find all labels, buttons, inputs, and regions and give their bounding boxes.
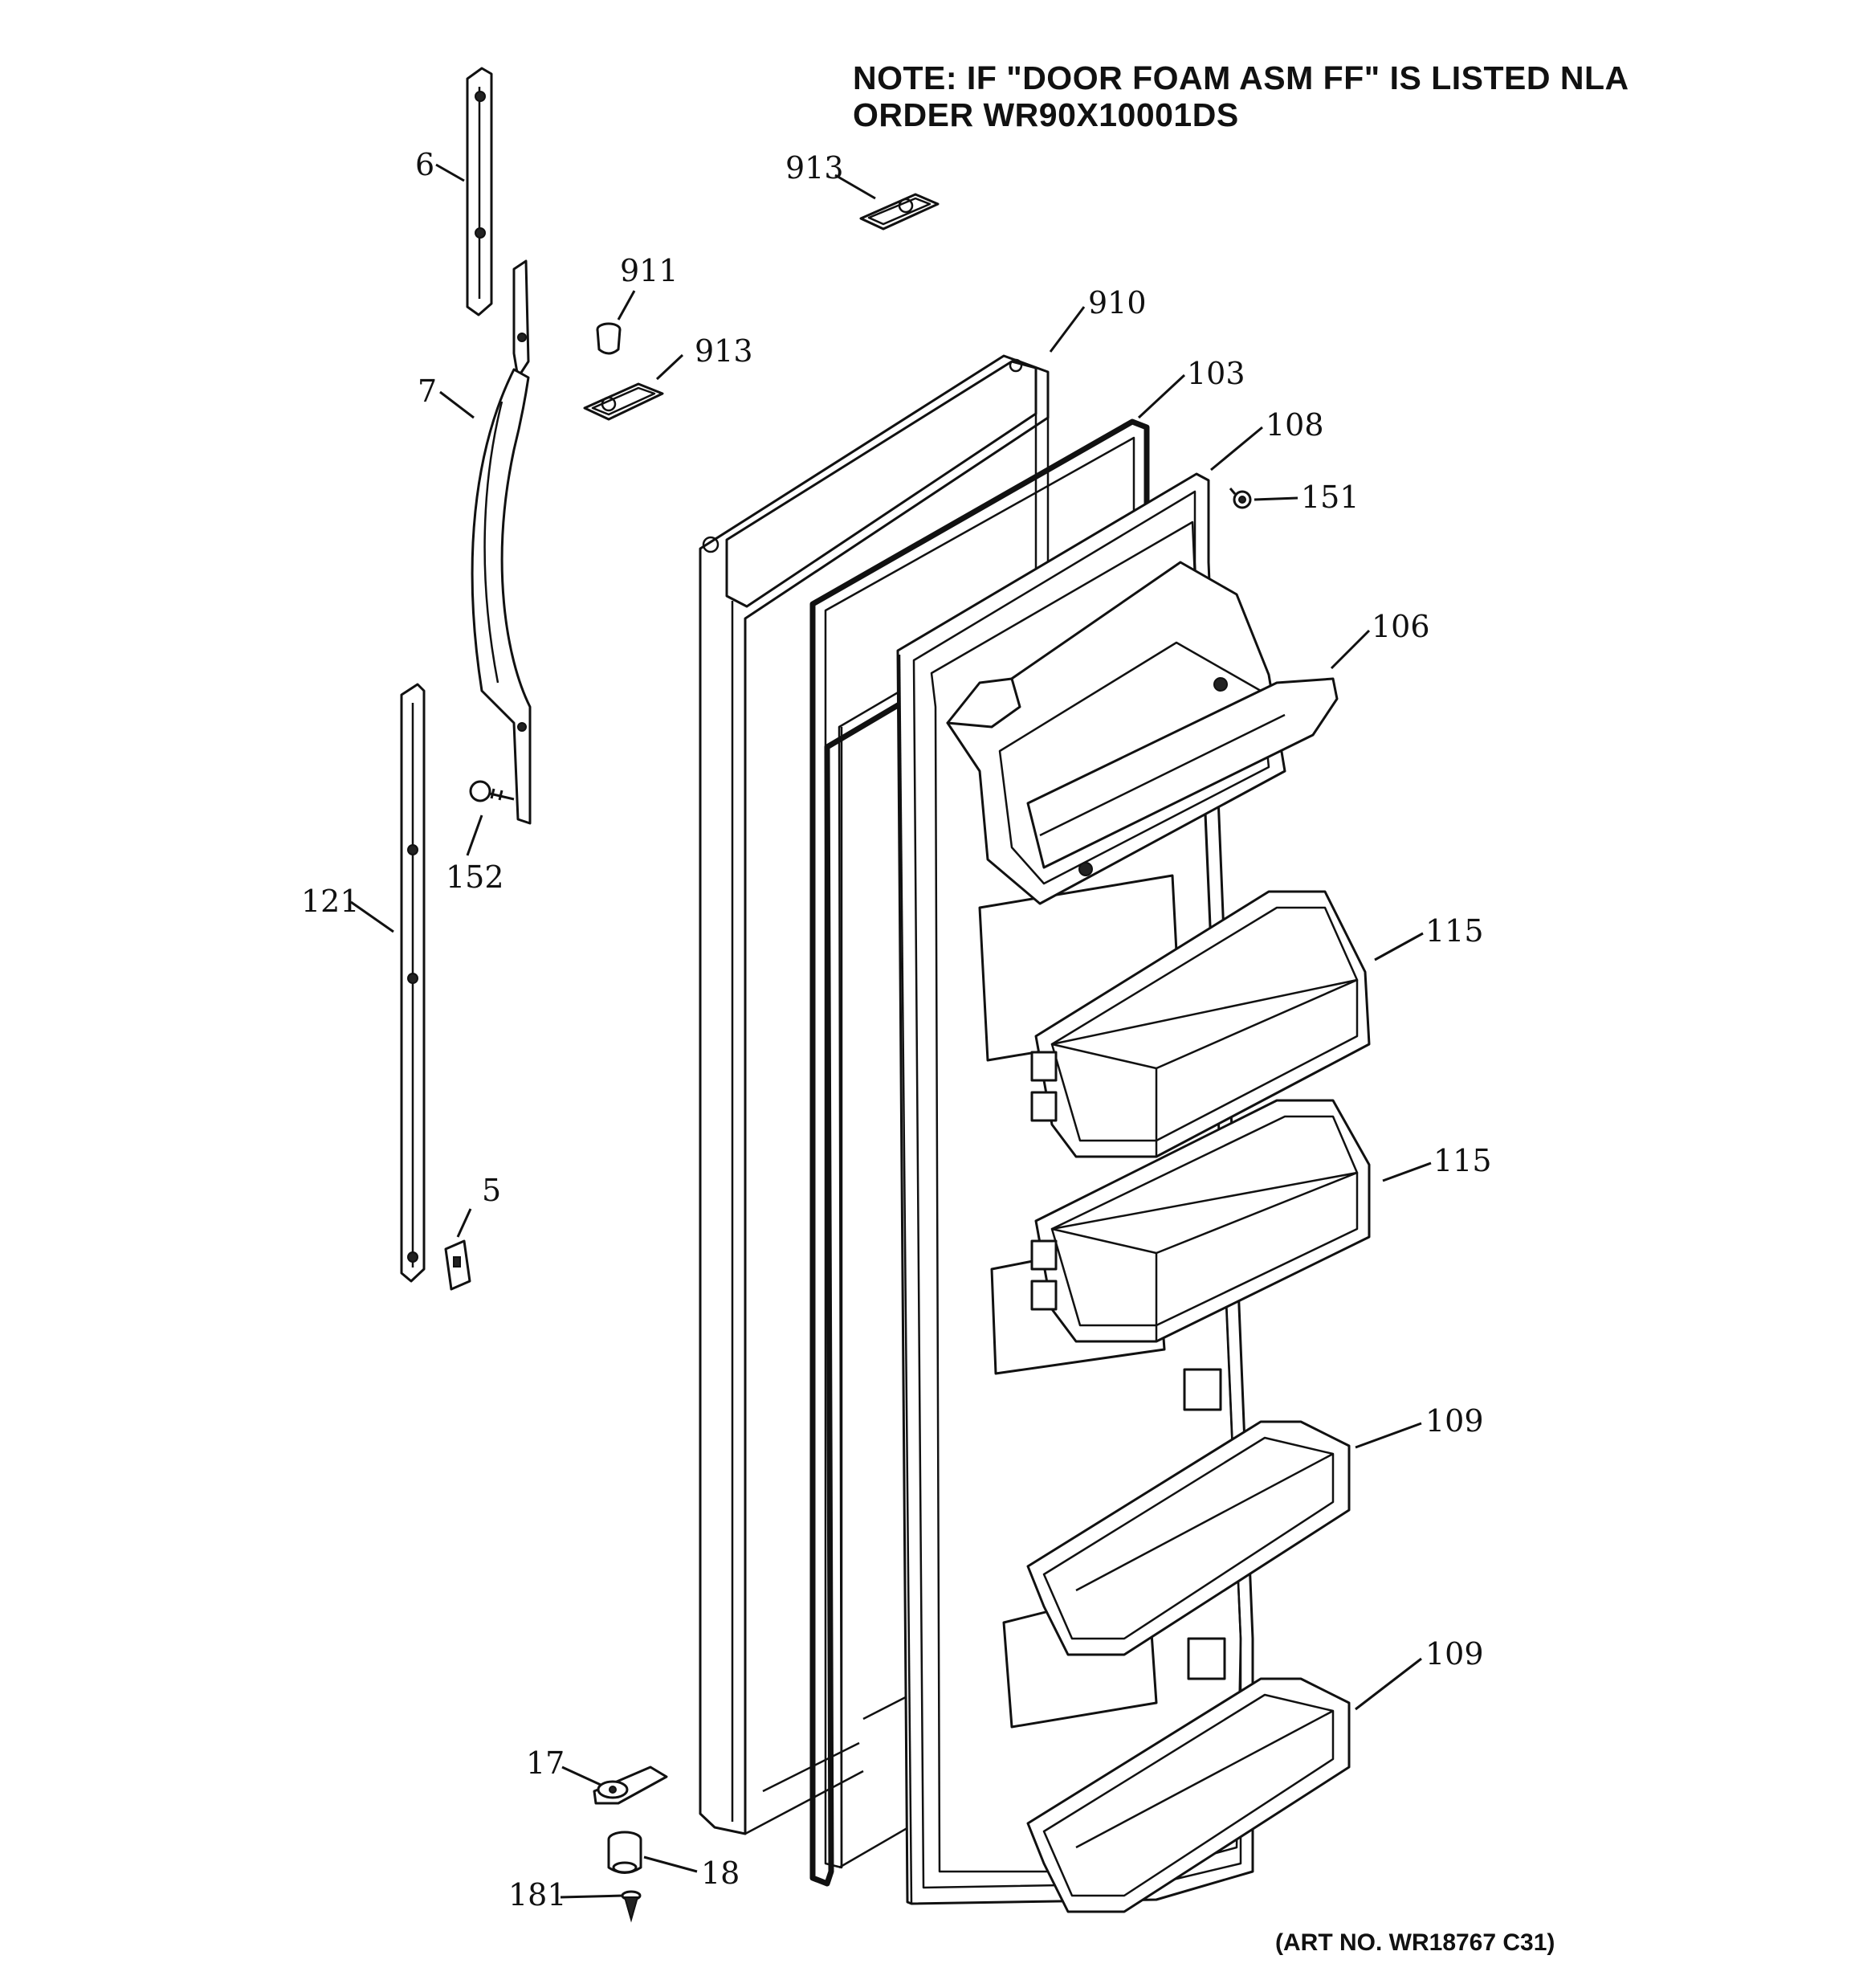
hinge-cover-913-upper xyxy=(859,193,940,231)
callout-18: 18 xyxy=(701,1855,740,1891)
leader-151 xyxy=(1254,496,1298,501)
leader-lines xyxy=(350,163,1432,1899)
dairy-compartment-106 xyxy=(946,561,1339,905)
leader-152 xyxy=(466,814,483,856)
callout-115-lower: 115 xyxy=(1433,1143,1492,1178)
leader-115-upper xyxy=(1374,932,1424,961)
leader-910 xyxy=(1049,306,1086,353)
callout-913-lower: 913 xyxy=(695,333,753,369)
callout-152: 152 xyxy=(446,859,504,895)
leader-181 xyxy=(560,1894,624,1899)
screw-152 xyxy=(469,780,515,802)
door-bin-115-lower xyxy=(1030,1099,1371,1343)
callout-115-upper: 115 xyxy=(1425,913,1484,949)
note-text: NOTE: IF "DOOR FOAM ASM FF" IS LISTED NL… xyxy=(853,59,1816,133)
leader-109-upper xyxy=(1355,1422,1422,1449)
callout-106: 106 xyxy=(1372,609,1430,644)
callout-5: 5 xyxy=(482,1173,501,1208)
leader-115-lower xyxy=(1382,1161,1432,1182)
callout-121: 121 xyxy=(301,884,360,919)
note-line-2: ORDER WR90X10001DS xyxy=(853,96,1239,133)
door-gasket-103 xyxy=(809,418,1150,1887)
callout-910: 910 xyxy=(1088,285,1147,320)
leader-103 xyxy=(1137,374,1186,419)
liner-clip-lower xyxy=(1187,1637,1226,1680)
leader-108 xyxy=(1210,426,1263,471)
hinge-pin-18 xyxy=(607,1831,642,1874)
callout-181: 181 xyxy=(508,1877,567,1912)
leader-17 xyxy=(561,1766,601,1786)
callout-911: 911 xyxy=(620,253,679,288)
hinge-cover-913-lower xyxy=(583,382,664,421)
callout-6: 6 xyxy=(415,147,434,182)
leader-18 xyxy=(643,1855,698,1873)
door-foam-frame-910 xyxy=(699,354,1050,1835)
callout-151: 151 xyxy=(1301,480,1360,515)
leader-7 xyxy=(439,390,475,419)
leader-5 xyxy=(456,1208,472,1238)
screw-181 xyxy=(621,1890,642,1923)
liner-clip-upper xyxy=(1183,1368,1222,1411)
callout-7: 7 xyxy=(418,374,437,409)
door-shelf-109-upper xyxy=(1026,1420,1351,1656)
plug-5 xyxy=(444,1239,471,1291)
hinge-17 xyxy=(593,1766,668,1805)
leader-106 xyxy=(1330,629,1371,670)
callout-labels: 6 7 121 152 5 911 913 913 910 103 108 15… xyxy=(301,147,1492,1912)
leader-109-lower xyxy=(1355,1657,1422,1711)
leader-913-lower xyxy=(655,353,684,381)
door-shelf-109-lower xyxy=(1026,1677,1351,1913)
leader-6 xyxy=(435,163,465,182)
leader-913-upper xyxy=(834,173,876,200)
door-bin-115-upper xyxy=(1030,890,1371,1158)
callout-17: 17 xyxy=(526,1745,565,1781)
callout-108: 108 xyxy=(1266,407,1324,443)
handle-trim-121 xyxy=(400,683,426,1283)
callout-913-upper: 913 xyxy=(785,150,844,186)
leader-121 xyxy=(350,900,394,933)
leader-911 xyxy=(617,290,636,320)
handle-trim-6 xyxy=(466,67,493,316)
art-number: (ART NO. WR18767 C31) xyxy=(1275,1929,1555,1956)
screw-151 xyxy=(1229,488,1252,509)
cap-911 xyxy=(596,322,622,355)
door-handle-7 xyxy=(471,259,532,825)
callout-109-upper: 109 xyxy=(1425,1403,1484,1439)
callout-109-lower: 109 xyxy=(1425,1636,1484,1672)
callout-103: 103 xyxy=(1187,356,1245,391)
note-line-1: NOTE: IF "DOOR FOAM ASM FF" IS LISTED NL… xyxy=(853,59,1629,96)
